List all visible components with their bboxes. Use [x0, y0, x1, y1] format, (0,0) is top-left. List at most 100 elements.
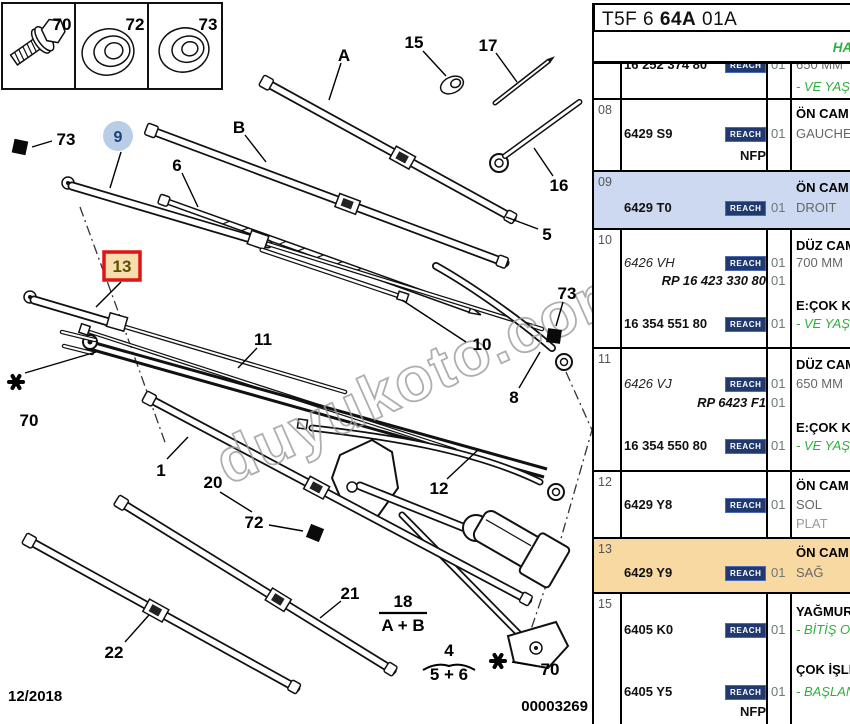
- callout-4[interactable]: 45 + 6: [422, 641, 476, 684]
- table-row-15[interactable]: 15 YAĞMUR 6405 K0 REACH 01 - BİTİŞ O ÇOK…: [594, 594, 850, 724]
- svg-text:A: A: [338, 46, 350, 65]
- svg-text:B: B: [233, 118, 245, 137]
- wiper-arm-12: [296, 418, 565, 501]
- callout-10[interactable]: 10: [401, 299, 491, 354]
- callout-73[interactable]: 73: [555, 284, 577, 327]
- callout-73[interactable]: 73: [31, 130, 75, 149]
- callout-70[interactable]: 70: [53, 15, 72, 34]
- callout-15[interactable]: 15: [405, 33, 447, 77]
- callout-72[interactable]: 72: [126, 15, 145, 34]
- callout-21[interactable]: 21: [319, 584, 360, 619]
- qty: 01: [771, 622, 786, 637]
- svg-text:70: 70: [20, 411, 39, 430]
- qty: 01: [771, 316, 786, 331]
- nfp-flag: NFP: [740, 148, 766, 163]
- reach-badge: REACH: [725, 566, 767, 581]
- description: ÇOK İŞLE: [796, 662, 850, 677]
- description: ÖN CAM: [796, 478, 849, 493]
- revision-date: 12/2018: [8, 688, 62, 705]
- parts-table: T5F 6 64A 01A HAR 16 252 374 80 REACH 01…: [592, 0, 850, 724]
- callout-A[interactable]: A: [328, 46, 350, 101]
- callout-12[interactable]: 12: [430, 448, 480, 498]
- svg-text:13: 13: [113, 257, 132, 276]
- column-line: [790, 63, 792, 724]
- svg-text:22: 22: [105, 643, 124, 662]
- description-note: - VE YAŞ: [796, 79, 850, 94]
- description: 700 MM: [796, 255, 843, 270]
- callout-9[interactable]: 9: [103, 121, 133, 189]
- callout-13[interactable]: 13: [95, 250, 142, 308]
- svg-text:73: 73: [558, 284, 577, 303]
- callout-8[interactable]: 8: [509, 351, 541, 407]
- description: SOL: [796, 497, 823, 512]
- wiper-arm-9: [61, 176, 545, 332]
- description: 650 MM: [796, 376, 843, 391]
- qty: 01: [771, 395, 786, 410]
- description: DÜZ CAM: [796, 238, 850, 253]
- callout-18[interactable]: 18A + B: [379, 592, 427, 635]
- table-row-12[interactable]: 12 ÖN CAM 6429 Y8 REACH 01 SOL PLAT: [594, 472, 850, 539]
- table-row-09[interactable]: 09 ÖN CAM 6429 T0 REACH 01 DROIT: [594, 172, 850, 230]
- svg-text:16: 16: [550, 176, 569, 195]
- callout-1[interactable]: 1: [156, 436, 189, 480]
- dash-line: [523, 371, 592, 651]
- description: SAĞ: [796, 565, 824, 580]
- fixing-square-marker: [11, 138, 29, 156]
- callout-6[interactable]: 6: [172, 156, 199, 208]
- wiper-blade-b: [143, 122, 510, 269]
- description: DÜZ CAM: [796, 357, 850, 372]
- callout-70[interactable]: 70: [511, 660, 559, 679]
- part-number: 16 354 550 80: [624, 438, 708, 453]
- svg-text:A + B: A + B: [381, 616, 424, 635]
- callout-73[interactable]: 73: [199, 15, 218, 34]
- qty: 01: [771, 64, 786, 72]
- svg-text:15: 15: [405, 33, 424, 52]
- pivot-cap-15: [439, 75, 465, 95]
- callout-20[interactable]: 20: [204, 473, 253, 513]
- row-ref: 15: [598, 597, 612, 611]
- fixing-square-marker: [546, 328, 562, 344]
- table-row-partial[interactable]: 16 252 374 80 REACH 01 650 MM - VE YAŞ: [594, 64, 850, 100]
- column-line: [766, 63, 768, 724]
- callout-11[interactable]: 11: [237, 330, 272, 369]
- row-ref: 13: [598, 542, 612, 556]
- plate-code: T5F 6 64A 01A: [602, 9, 738, 30]
- callout-72[interactable]: 72: [245, 513, 304, 532]
- description: E:ÇOK K: [796, 298, 850, 313]
- description: ÖN CAM: [796, 545, 849, 560]
- description: ÖN CAM: [796, 180, 849, 195]
- reach-badge: REACH: [725, 127, 767, 142]
- table-row-13[interactable]: 13 ÖN CAM 6429 Y9 REACH 01 SAĞ: [594, 539, 850, 594]
- reach-badge: REACH: [725, 439, 767, 454]
- parts-diagram: duyukoto.com 12/2018 00003269 7072737396…: [1, 2, 592, 715]
- row-ref: 11: [598, 352, 611, 366]
- part-number: 6429 Y9: [624, 565, 673, 580]
- part-number: 16 252 374 80: [624, 64, 708, 72]
- callout-16[interactable]: 16: [533, 147, 569, 195]
- row-ref: 12: [598, 475, 612, 489]
- table-row-10[interactable]: 10 DÜZ CAM 6426 VH REACH 01 700 MM RP 16…: [594, 230, 850, 349]
- part-number: 16 354 551 80: [624, 316, 708, 331]
- table-row-11[interactable]: 11 DÜZ CAM 6426 VJ REACH 01 650 MM RP 64…: [594, 349, 850, 472]
- svg-text:21: 21: [341, 584, 360, 603]
- wiper-motor-assembly: [330, 438, 571, 670]
- callout-70[interactable]: 70: [20, 351, 97, 430]
- qty: 01: [771, 438, 786, 453]
- watermark: duyukoto.com: [206, 253, 592, 498]
- wiper-blade-20: [141, 390, 533, 607]
- callout-B[interactable]: B: [233, 118, 267, 163]
- callout-5[interactable]: 5: [505, 216, 552, 244]
- description-note: - VE YAŞ: [796, 316, 850, 331]
- callout-17[interactable]: 17: [479, 36, 518, 83]
- nfp-flag: NFP: [740, 704, 766, 719]
- svg-text:8: 8: [509, 388, 518, 407]
- wiper-refill: [157, 193, 482, 316]
- svg-text:17: 17: [479, 36, 498, 55]
- table-row-08[interactable]: 08 ÖN CAM 6429 S9 REACH 01 GAUCHE NFP: [594, 100, 850, 172]
- highlight-box: [102, 250, 142, 282]
- callout-22[interactable]: 22: [105, 614, 150, 662]
- svg-text:12: 12: [430, 479, 449, 498]
- qty: 01: [771, 273, 786, 288]
